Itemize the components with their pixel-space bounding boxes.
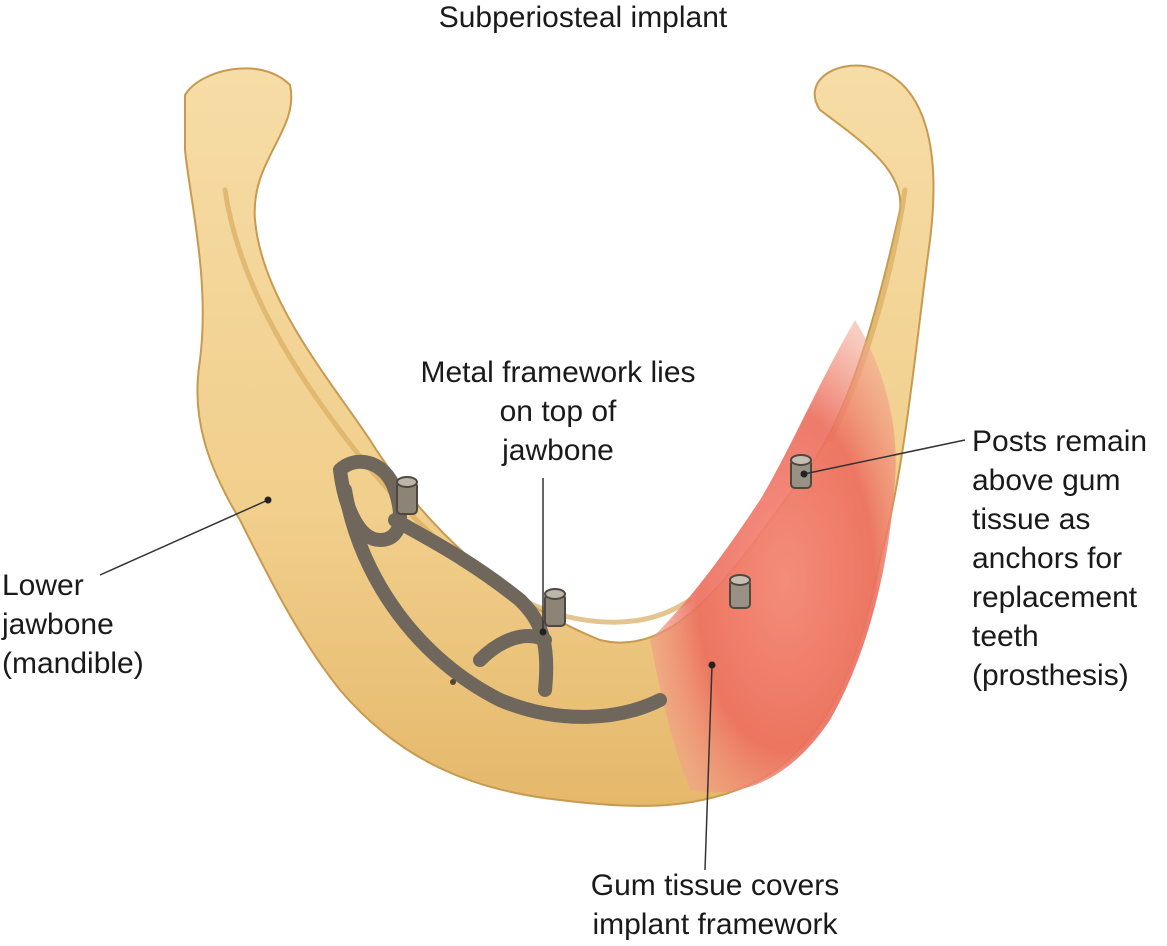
mandible-ridge [222, 187, 693, 625]
label-jawbone-line-2: jawbone [2, 608, 114, 641]
label-posts-line-5: replacement [972, 581, 1138, 614]
label-gum: Gum tissue covers implant framework [560, 866, 870, 944]
label-posts-line-4: anchors for [972, 542, 1123, 575]
leader-dot-gum [708, 661, 716, 669]
leader-lines [99, 439, 966, 871]
label-posts-line-3: tissue as [972, 503, 1091, 536]
leader-line-gum [704, 664, 713, 871]
label-gum-line-1: Gum tissue covers [590, 869, 840, 902]
label-jawbone: Lower jawbone (mandible) [2, 566, 144, 683]
mental-foramen [450, 679, 456, 685]
label-jawbone-line-3: (mandible) [2, 647, 144, 680]
label-framework: Metal framework lies on top of jawbone [383, 353, 733, 470]
label-gum-line-2: implant framework [592, 908, 838, 941]
implant-post-2 [544, 588, 566, 627]
implant-post-4 [729, 574, 751, 609]
leader-dot-framework [539, 628, 547, 636]
label-posts-line-7: (prosthesis) [972, 659, 1129, 692]
label-framework-line-3: jawbone [502, 434, 614, 467]
leader-dot-posts [800, 470, 808, 478]
leader-line-posts [803, 439, 966, 475]
label-framework-line-1: Metal framework lies [420, 356, 696, 389]
implant-post-1 [396, 476, 418, 515]
diagram-title: Subperiosteal implant [383, 0, 783, 37]
title-text: Subperiosteal implant [438, 1, 728, 34]
metal-framework [333, 454, 667, 724]
label-jawbone-line-1: Lower [2, 569, 84, 602]
leader-line-jawbone [99, 499, 269, 576]
implant-post-3 [790, 454, 812, 489]
label-posts-line-6: teeth [972, 620, 1039, 653]
leader-dot-jawbone [264, 496, 272, 504]
label-posts-line-2: above gum [972, 464, 1121, 497]
label-framework-line-2: on top of [499, 395, 617, 428]
label-posts-line-1: Posts remain [972, 425, 1148, 458]
label-posts: Posts remain above gum tissue as anchors… [972, 422, 1147, 695]
